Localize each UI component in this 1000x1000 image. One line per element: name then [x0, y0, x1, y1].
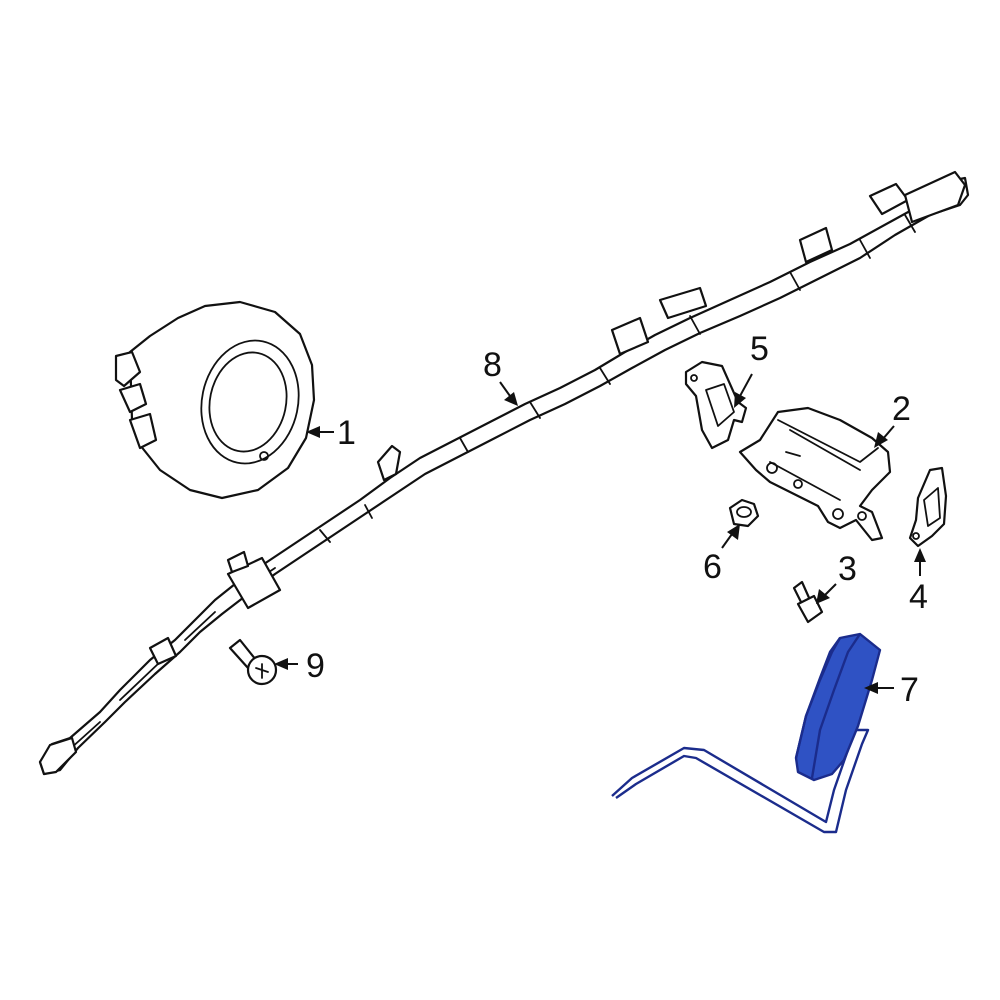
callout-6: 6	[703, 548, 722, 586]
curtain-airbag-part[interactable]	[38, 170, 970, 776]
bolt-part[interactable]	[792, 580, 824, 624]
callout-5: 5	[750, 330, 769, 368]
knee-airbag-part[interactable]	[611, 632, 882, 834]
callout-labels: 1 2 3 4 5 6 7 8 9	[306, 330, 928, 709]
callout-3: 3	[838, 550, 857, 588]
callout-4: 4	[909, 578, 928, 616]
callout-2: 2	[892, 390, 911, 428]
screw-part[interactable]	[228, 638, 278, 686]
bracket-left-part[interactable]	[684, 360, 748, 450]
callout-7: 7	[900, 671, 919, 709]
clockspring-cover-part[interactable]	[114, 300, 316, 500]
nut-part[interactable]	[728, 498, 760, 528]
airbag-module-part[interactable]	[738, 406, 892, 542]
callout-1: 1	[337, 414, 356, 452]
bracket-right-part[interactable]	[908, 466, 948, 548]
callout-8: 8	[483, 346, 502, 384]
leader-arrows	[274, 373, 926, 694]
callout-9: 9	[306, 647, 325, 685]
